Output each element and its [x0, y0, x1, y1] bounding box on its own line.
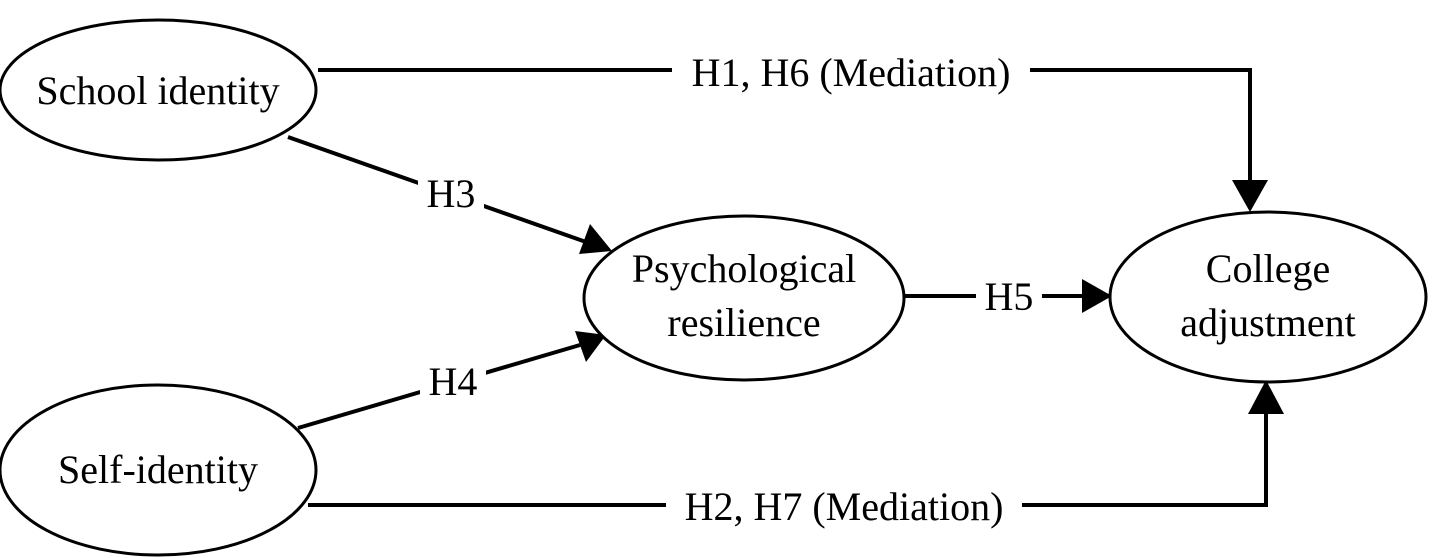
edge-label-h5: H5: [985, 274, 1034, 319]
edge-h1-h6-line: [318, 68, 1252, 182]
arrow-head-icon: [575, 331, 606, 362]
node-psychological-resilience: Psychological resilience: [582, 214, 906, 382]
edge-h4-label-bg: [420, 360, 486, 404]
edge-h2-h7: H2, H7 (Mediation): [308, 380, 1284, 529]
node-school-identity-ellipse: [0, 18, 318, 162]
edge-h2-h7-label-bg: [666, 483, 1022, 529]
edge-h1-h6-label-bg: [672, 48, 1030, 94]
node-school-identity-label: School identity: [36, 68, 279, 113]
edge-label-h2-h7: H2, H7 (Mediation): [685, 484, 1004, 529]
node-college-adjustment-ellipse: [1108, 210, 1428, 384]
edge-label-h4: H4: [429, 359, 478, 404]
edge-h3: H3: [287, 135, 612, 254]
edge-h5: H5: [900, 274, 1112, 319]
node-college-adjustment: College adjustment: [1108, 210, 1428, 384]
edge-h4: H4: [297, 331, 606, 430]
edge-h2-h7-line: [308, 412, 1268, 507]
arrow-head-icon: [1248, 380, 1284, 414]
arrow-head-icon: [579, 224, 612, 254]
node-psychological-resilience-ellipse: [582, 214, 906, 382]
edge-label-h1-h6: H1, H6 (Mediation): [692, 50, 1011, 95]
arrow-head-icon: [1232, 180, 1268, 212]
node-school-identity: School identity: [0, 18, 318, 162]
edge-h1-h6: H1, H6 (Mediation): [318, 48, 1268, 212]
node-psychological-resilience-label-line1: Psychological: [632, 246, 856, 291]
edge-h3-label-bg: [418, 172, 484, 216]
edge-h5-label-bg: [976, 274, 1042, 318]
edge-label-h3: H3: [427, 171, 476, 216]
arrow-head-icon: [1082, 279, 1112, 313]
node-self-identity-ellipse: [0, 383, 318, 557]
node-psychological-resilience-label-line2: resilience: [667, 300, 820, 345]
node-college-adjustment-label-line2: adjustment: [1180, 300, 1356, 345]
node-self-identity-label: Self-identity: [58, 447, 258, 492]
node-self-identity: Self-identity: [0, 383, 318, 557]
node-college-adjustment-label-line1: College: [1206, 246, 1330, 291]
